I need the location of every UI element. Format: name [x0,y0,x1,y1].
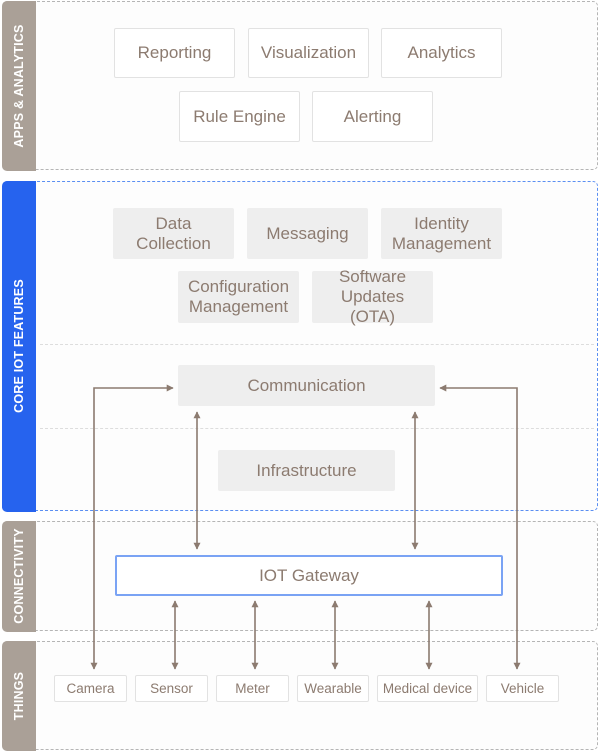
core-iot-features-sidebar: CORE IOT FEATURES [1,180,36,512]
infrastructure-box: Infrastructure [218,450,395,491]
alerting-box: Alerting [312,91,433,142]
thing-wearable: Wearable [297,675,369,702]
data-collection-box: Data Collection [113,208,234,259]
things-sidebar: THINGS [1,640,36,751]
apps-analytics-label: APPS & ANALYTICS [11,23,26,148]
configuration-management-box: Configuration Management [178,271,299,323]
iot-gateway-box: IOT Gateway [115,555,503,596]
reporting-box: Reporting [114,28,235,78]
analytics-box: Analytics [381,28,502,78]
apps-analytics-layer: APPS & ANALYTICS [1,0,598,171]
things-label: THINGS [11,671,26,720]
thing-vehicle: Vehicle [486,675,559,702]
thing-meter: Meter [216,675,289,702]
visualization-box: Visualization [248,28,369,78]
thing-sensor: Sensor [135,675,208,702]
connectivity-label: CONNECTIVITY [11,528,26,624]
messaging-box: Messaging [247,208,368,259]
thing-camera: Camera [54,675,127,702]
rule-engine-box: Rule Engine [179,91,300,142]
core-divider-upper [40,344,594,345]
software-updates-box: Software Updates (OTA) [312,267,433,326]
identity-management-box: Identity Management [381,208,502,259]
communication-box: Communication [178,365,435,406]
thing-medical-device: Medical device [377,675,478,702]
core-divider-lower [40,428,594,429]
core-iot-features-label: CORE IOT FEATURES [11,279,26,413]
apps-analytics-sidebar: APPS & ANALYTICS [1,0,36,171]
connectivity-sidebar: CONNECTIVITY [1,520,36,632]
